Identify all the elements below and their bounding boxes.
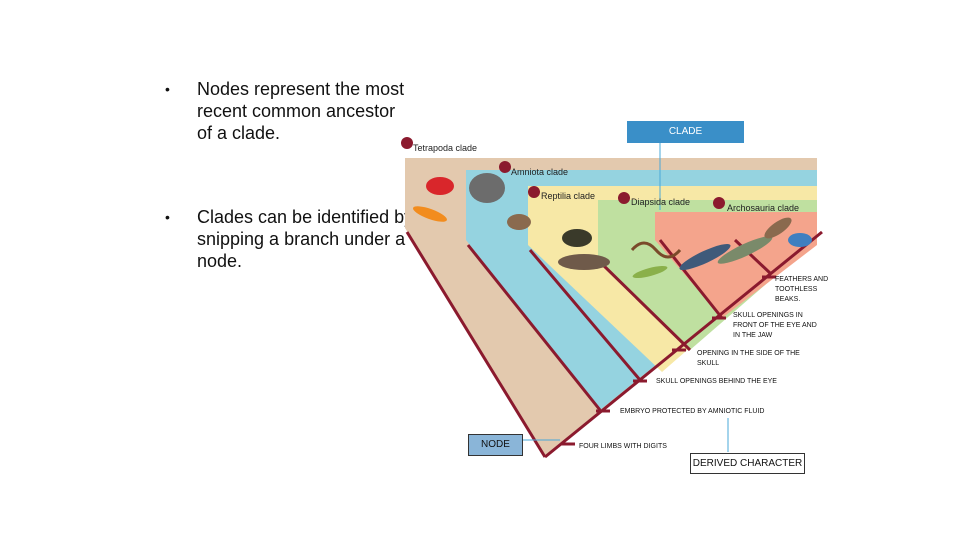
branch-amniota [466,244,602,411]
label-behind-eye: SKULL OPENINGS BEHIND THE EYE [656,378,777,385]
label-feathers-1: FEATHERS AND [775,276,828,283]
bullet-item-clades: • Clades can be identified by snipping a… [165,206,437,272]
pterosaur-icon [764,217,792,239]
node-box: NODE [468,434,523,456]
node-tetrapoda [401,137,413,149]
label-diapsida-clade: Diapsida clade [631,197,690,207]
node-amniota [499,161,511,173]
animal-silhouettes [412,173,812,279]
bullet-item-nodes: • Nodes represent the most recent common… [165,78,405,144]
label-side-opening-1: OPENING IN THE SIDE OF THE [697,350,800,357]
branches [405,230,823,459]
bullet-marker: • [165,81,170,97]
connectors [521,143,729,452]
node-diapsida [618,192,630,204]
sea-turtle-icon [558,254,610,270]
elephant-icon [469,173,505,203]
crocodile-icon [679,243,731,271]
salamander-icon [412,206,448,222]
label-skull-front-2: FRONT OF THE EYE AND [733,322,817,329]
character-ticks [561,275,776,446]
bullet-list: • Nodes represent the most recent common… [165,78,413,271]
label-tetrapoda-clade: Tetrapoda clade [413,143,477,153]
branch-tetrapoda [405,231,547,458]
label-embryo: EMBRYO PROTECTED BY AMNIOTIC FLUID [620,408,764,415]
derived-character-box: DERIVED CHARACTER [690,453,805,474]
label-feathers-3: BEAKS. [775,296,800,303]
node-archosauria [713,197,725,209]
label-side-opening-2: SKULL [697,360,719,367]
branch-archosauria [658,239,724,319]
frog-icon [426,177,454,195]
branch-diapsida [598,260,692,352]
label-archosauria-clade: Archosauria clade [727,203,799,213]
label-feathers-2: TOOTHLESS [775,286,818,293]
bullet-text-nodes: Nodes represent the most recent common a… [197,79,405,143]
lizard-icon [632,265,668,279]
band-archosauria [655,212,817,318]
label-reptilia-clade: Reptilia clade [541,191,595,201]
rabbit-icon [507,214,531,230]
bullet-text-clades: Clades can be identified by snipping a b… [197,207,414,271]
snake-icon [630,241,682,259]
label-skull-front-3: IN THE JAW [733,332,773,339]
node-reptilia [528,186,540,198]
alligator-icon [717,236,773,264]
label-skull-front-1: SKULL OPENINGS IN [733,312,803,319]
clade-box: CLADE [627,121,744,143]
label-four-limbs: FOUR LIMBS WITH DIGITS [579,443,667,450]
bird-icon [788,233,812,247]
branch-reptilia [528,249,642,381]
label-amniota-clade: Amniota clade [511,167,568,177]
bullet-marker: • [165,209,170,225]
turtle-icon [562,229,592,247]
node-dots [401,137,725,209]
